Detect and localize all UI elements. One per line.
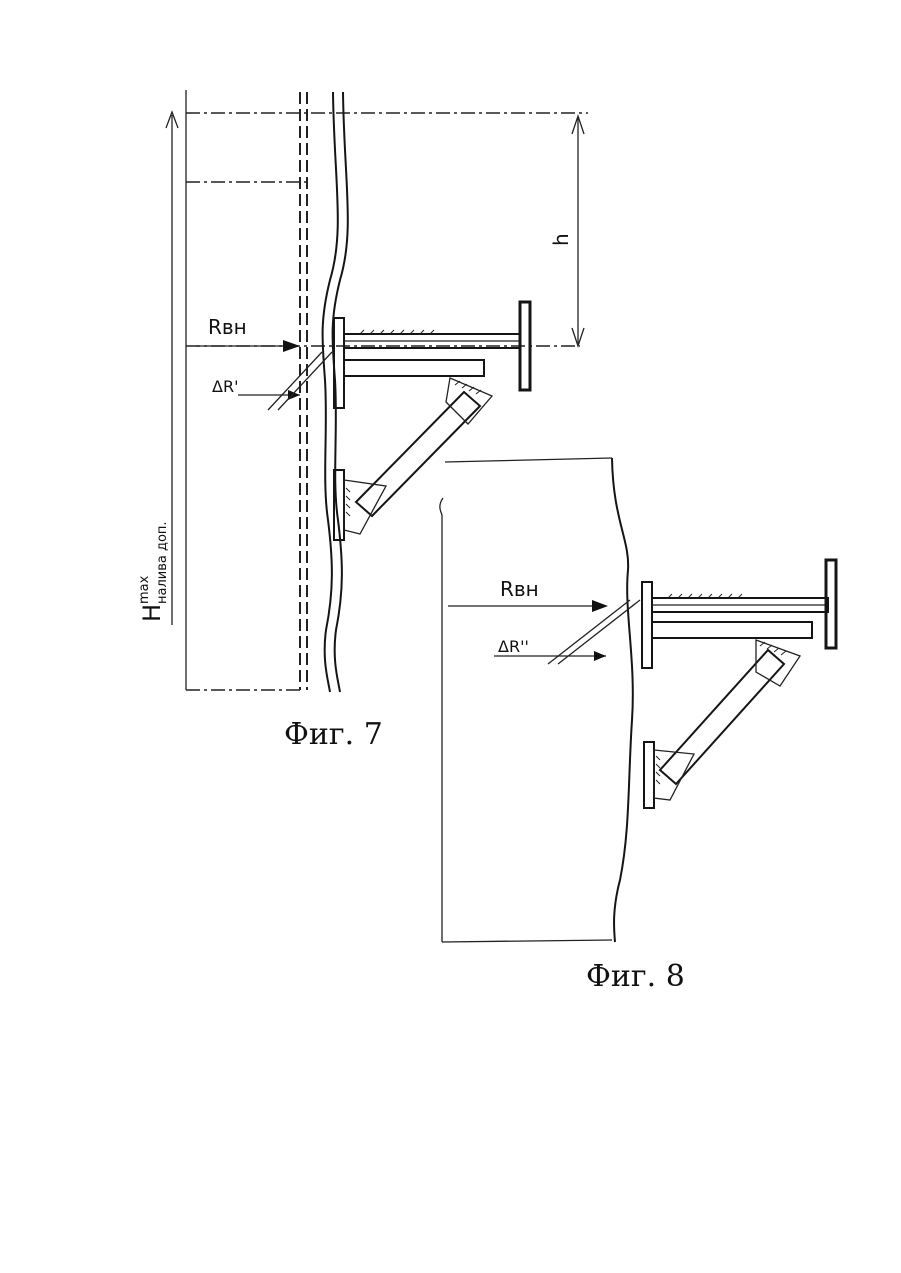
- projection-line: [548, 600, 630, 664]
- figure-8: Rвн ΔR'' Фиг. 8: [440, 458, 836, 994]
- fill-height-main: H: [138, 604, 166, 622]
- frame-bottom-line: [442, 940, 612, 942]
- lower-plate: [344, 360, 484, 376]
- vertical-flange: [826, 560, 836, 648]
- lower-plate: [652, 622, 812, 638]
- arrow-right-icon: [592, 600, 608, 612]
- strut-gusset-bottom: [654, 750, 694, 800]
- fill-height-label: H max налива доп.: [137, 521, 170, 622]
- projection-line: [268, 352, 322, 410]
- strut-weld-hatching: [346, 381, 481, 516]
- strut-gusset-top: [756, 640, 800, 686]
- arrow-right-icon: [288, 390, 300, 400]
- arrow-right-icon: [283, 340, 300, 352]
- arrow-right-icon: [594, 651, 606, 661]
- radius-label: Rвн: [208, 315, 247, 339]
- projection-line: [278, 352, 332, 410]
- radius-label: Rвн: [500, 577, 539, 601]
- deformed-wall: [612, 458, 633, 942]
- delta-radius-label: ΔR': [212, 377, 238, 396]
- delta-radius-label: ΔR'': [498, 637, 529, 656]
- figure-8-caption: Фиг. 8: [586, 959, 685, 994]
- wall-plate-lower: [644, 742, 654, 808]
- frame-top-line: [445, 458, 612, 462]
- figure-7-caption: Фиг. 7: [284, 717, 383, 752]
- frame-left-line: [440, 498, 443, 942]
- height-label: h: [549, 233, 573, 246]
- fill-height-sub: налива доп.: [155, 521, 170, 604]
- diagonal-strut: [660, 650, 784, 784]
- diagonal-strut: [356, 392, 480, 516]
- strut-weld-hatching: [656, 642, 786, 784]
- wall-plate-upper: [642, 582, 652, 668]
- fill-height-sup: max: [137, 575, 152, 604]
